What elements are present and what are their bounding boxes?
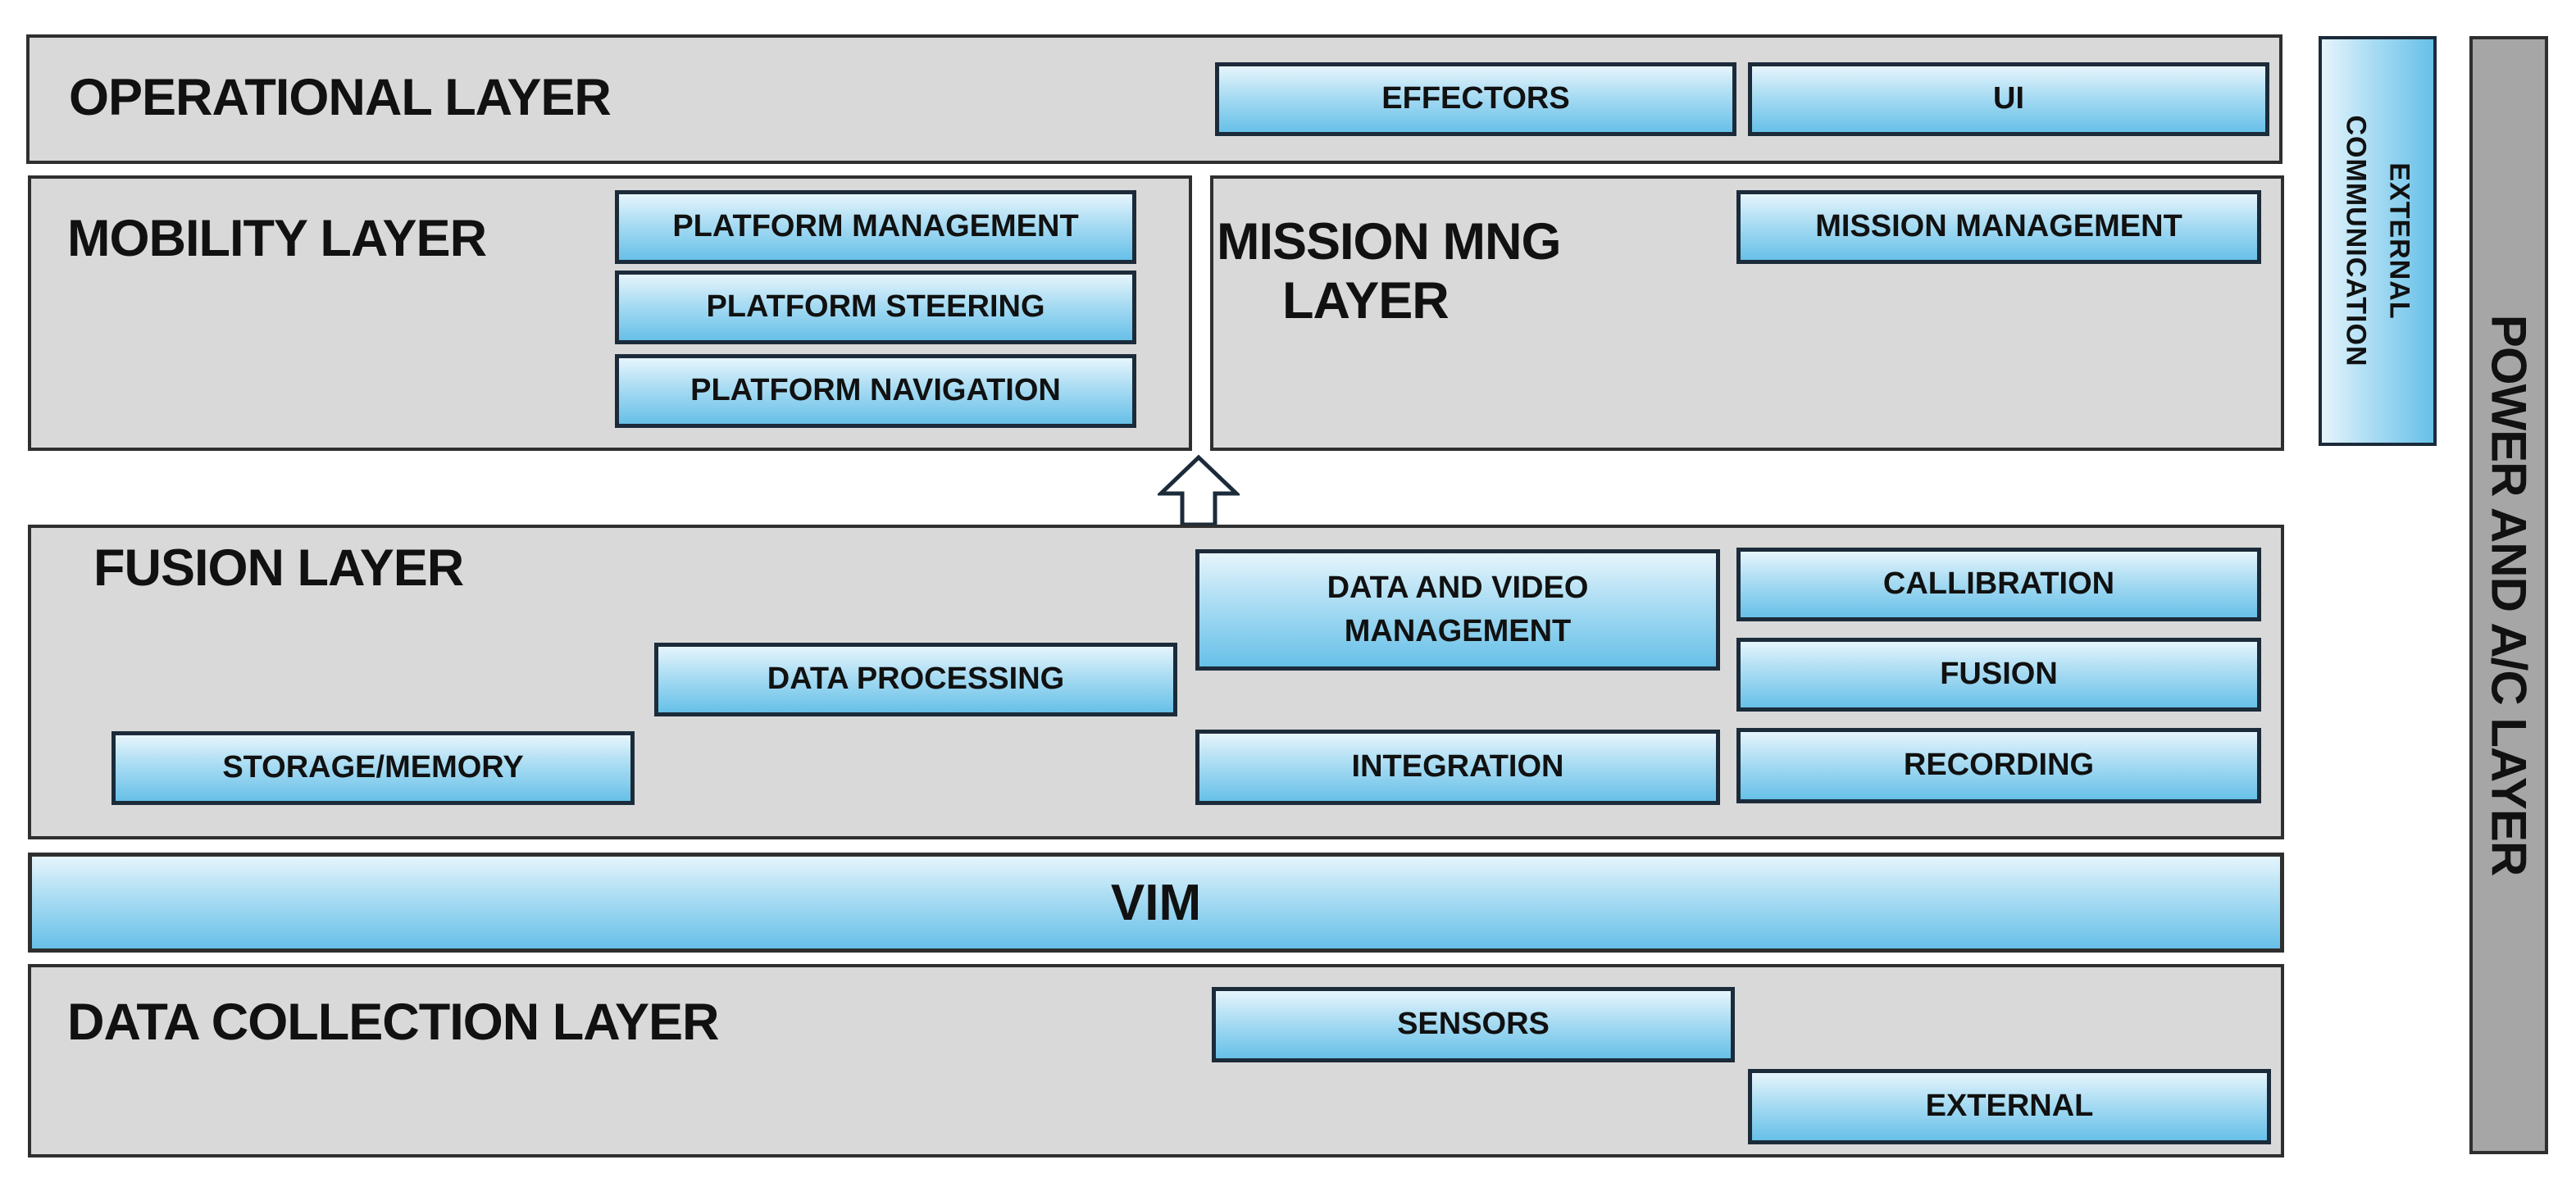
up-arrow-icon — [1158, 454, 1240, 527]
storage-memory-module: STORAGE/MEMORY — [112, 731, 635, 805]
data-collection-layer-title: DATA COLLECTION LAYER — [67, 994, 719, 1051]
external-communication-line1: EXTERNAL — [2383, 162, 2415, 320]
mission-mng-layer-title-line2: LAYER — [1282, 272, 1450, 330]
effectors-module: EFFECTORS — [1215, 62, 1736, 136]
fusion-module: FUSION — [1736, 638, 2261, 712]
data-video-management-line1: DATA AND VIDEO — [1327, 570, 1589, 605]
power-ac-layer: POWER AND A/C LAYER — [2469, 36, 2548, 1154]
fusion-layer-title: FUSION LAYER — [93, 539, 464, 597]
platform-steering-module: PLATFORM STEERING — [615, 271, 1136, 344]
callibration-module: CALLIBRATION — [1736, 548, 2261, 621]
recording-module: RECORDING — [1736, 728, 2261, 803]
data-processing-module: DATA PROCESSING — [654, 643, 1177, 716]
mobility-layer-title: MOBILITY LAYER — [67, 210, 487, 267]
vim-bar: VIM — [28, 853, 2284, 953]
integration-module: INTEGRATION — [1195, 730, 1720, 805]
mission-management-module: MISSION MANAGEMENT — [1736, 190, 2261, 264]
ui-module: UI — [1748, 62, 2269, 136]
platform-management-module: PLATFORM MANAGEMENT — [615, 190, 1136, 264]
external-communication-label: EXTERNAL COMMUNICATION — [2334, 116, 2420, 367]
external-module: EXTERNAL — [1748, 1069, 2271, 1144]
platform-navigation-module: PLATFORM NAVIGATION — [615, 354, 1136, 428]
sensors-module: SENSORS — [1212, 987, 1735, 1062]
external-communication-line2: COMMUNICATION — [2341, 115, 2372, 367]
operational-layer-title: OPERATIONAL LAYER — [69, 69, 612, 126]
mission-mng-layer-title-line1: MISSION MNG — [1217, 213, 1562, 271]
data-collection-layer: DATA COLLECTION LAYER — [28, 964, 2284, 1157]
external-communication-block: EXTERNAL COMMUNICATION — [2319, 36, 2437, 446]
data-video-management-module: DATA AND VIDEO MANAGEMENT — [1195, 549, 1720, 671]
data-video-management-line2: MANAGEMENT — [1344, 614, 1572, 648]
power-ac-layer-title: POWER AND A/C LAYER — [2481, 314, 2537, 876]
